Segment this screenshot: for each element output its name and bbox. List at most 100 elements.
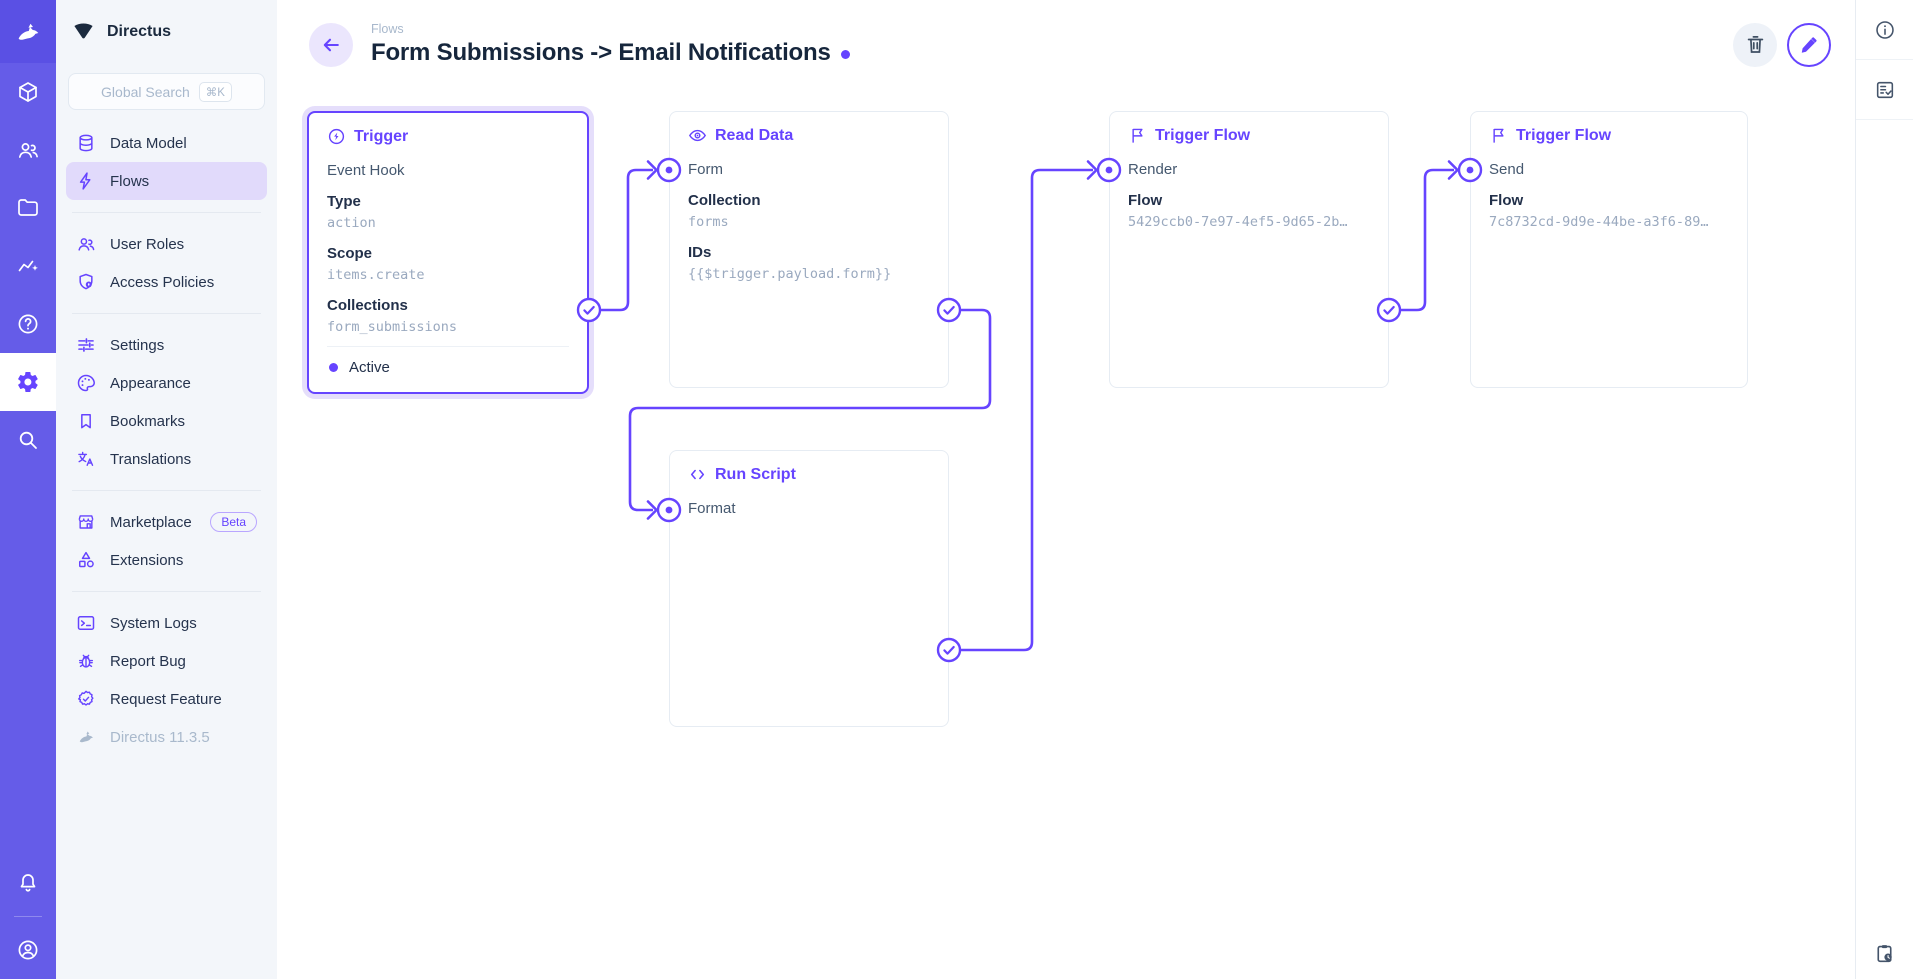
sidebar-item-request-feature[interactable]: Request Feature: [66, 680, 267, 718]
field-label: Collection: [688, 192, 761, 209]
version-label: Directus 11.3.5: [110, 728, 210, 746]
search-icon: [19, 431, 37, 449]
edge-arrowhead: [1086, 160, 1098, 180]
breadcrumb[interactable]: Flows: [371, 22, 404, 36]
sidebar-item-bookmarks[interactable]: Bookmarks: [66, 402, 267, 440]
right-sidebar: [1855, 0, 1913, 979]
sidebar-item-settings[interactable]: Settings: [66, 326, 267, 364]
sidebar-info-button[interactable]: [1856, 0, 1913, 60]
node-name: Render: [1128, 161, 1178, 178]
input-handle-read-data[interactable]: [656, 157, 682, 183]
edge-arrowhead: [1447, 160, 1459, 180]
users-icon: [18, 143, 38, 158]
directus-logo-button[interactable]: [0, 0, 56, 63]
shield-lock-icon: [79, 273, 93, 290]
sidebar-item-user-roles[interactable]: User Roles: [66, 225, 267, 263]
sidebar-item-extensions[interactable]: Extensions: [66, 541, 267, 579]
account-icon: [18, 940, 38, 960]
input-handle-run-script[interactable]: [656, 497, 682, 523]
nav-divider: [72, 490, 261, 491]
output-handle-run-script[interactable]: [936, 637, 962, 663]
flow-canvas[interactable]: Trigger Event Hook Type action Scope ite…: [277, 89, 1855, 979]
edit-button[interactable]: [1787, 22, 1831, 67]
pencil-icon: [1801, 36, 1817, 53]
page-header: Flows Form Submissions -> Email Notifica…: [277, 0, 1855, 89]
eye-icon: [688, 129, 707, 142]
database-icon: [79, 134, 93, 152]
search-placeholder: Global Search: [101, 83, 190, 100]
bell-icon: [20, 874, 36, 892]
flow-node-trigger[interactable]: Trigger Event Hook Type action Scope ite…: [307, 111, 589, 394]
title-block: Flows Form Submissions -> Email Notifica…: [371, 22, 850, 67]
module-insights[interactable]: [0, 237, 56, 295]
delete-button[interactable]: [1733, 22, 1777, 67]
status-label: Active: [349, 359, 390, 376]
sidebar-item-system-logs[interactable]: System Logs: [66, 604, 267, 642]
flow-node-run-script[interactable]: Run Script Format: [669, 450, 949, 727]
sidebar-item-label: Report Bug: [110, 652, 186, 670]
node-name: Send: [1489, 161, 1525, 178]
output-handle-read-data[interactable]: [936, 297, 962, 323]
user-roles-icon: [78, 238, 95, 251]
field-value: action: [327, 215, 376, 231]
field-value: 7c8732cd-9d9e-44be-a3f6-89…: [1489, 214, 1709, 230]
code-icon: [690, 469, 705, 480]
sidebar-item-label: Data Model: [110, 134, 187, 152]
nav-sidebar: Directus Global Search ⌘K Data Model Flo…: [56, 0, 277, 979]
bug-icon: [78, 654, 94, 668]
input-handle-send[interactable]: [1457, 157, 1483, 183]
sidebar-item-label: Appearance: [110, 374, 191, 392]
flag-icon: [1132, 128, 1143, 143]
module-settings[interactable]: [0, 353, 56, 411]
module-account[interactable]: [0, 921, 56, 979]
storefront-icon: [78, 515, 94, 529]
sidebar-item-data-model[interactable]: Data Model: [66, 124, 267, 162]
flag-icon: [1493, 128, 1504, 143]
flow-node-trigger-flow-send[interactable]: Trigger Flow Send Flow 7c8732cd-9d9e-44b…: [1470, 111, 1748, 388]
active-dot: [329, 363, 338, 372]
sidebar-item-access-policies[interactable]: Access Policies: [66, 263, 267, 301]
rabbit-icon: [18, 23, 39, 40]
module-notifications[interactable]: [0, 854, 56, 912]
terminal-icon: [77, 616, 95, 630]
module-users[interactable]: [0, 121, 56, 179]
field-label: Type: [327, 193, 361, 210]
input-handle-render[interactable]: [1096, 157, 1122, 183]
module-files[interactable]: [0, 179, 56, 237]
field-label: Flow: [1128, 192, 1163, 209]
sidebar-item-label: Marketplace: [110, 513, 192, 531]
field-label: Collections: [327, 297, 408, 314]
flow-node-read-data[interactable]: Read Data Form Collection forms IDs {{$t…: [669, 111, 949, 388]
output-handle-render[interactable]: [1376, 297, 1402, 323]
flow-node-trigger-flow-render[interactable]: Trigger Flow Render Flow 5429ccb0-7e97-4…: [1109, 111, 1389, 388]
sidebar-item-label: Access Policies: [110, 273, 215, 291]
edge-arrowhead: [646, 500, 658, 520]
project-header[interactable]: Directus: [56, 0, 277, 63]
sidebar-version: Directus 11.3.5: [66, 718, 267, 756]
back-button[interactable]: [309, 22, 353, 67]
sidebar-item-label: Extensions: [110, 551, 184, 569]
main-area: Flows Form Submissions -> Email Notifica…: [277, 0, 1855, 979]
insights-icon: [18, 260, 38, 272]
field-value: items.create: [327, 267, 425, 283]
module-search[interactable]: [0, 411, 56, 469]
sidebar-item-report-bug[interactable]: Report Bug: [66, 642, 267, 680]
global-search-input[interactable]: Global Search ⌘K: [68, 73, 265, 110]
sidebar-item-flows[interactable]: Flows: [66, 162, 267, 200]
field-label: IDs: [688, 244, 712, 261]
sidebar-item-marketplace[interactable]: Marketplace Beta: [66, 503, 267, 541]
sidebar-item-appearance[interactable]: Appearance: [66, 364, 267, 402]
node-name: Form: [688, 161, 723, 178]
field-label: Scope: [327, 245, 373, 262]
flow-activity-button[interactable]: [1856, 942, 1913, 965]
edge-trigger-to-read-data: [589, 168, 653, 312]
module-help[interactable]: [0, 295, 56, 353]
sidebar-logs-button[interactable]: [1856, 60, 1913, 120]
output-handle-trigger[interactable]: [576, 297, 602, 323]
module-content[interactable]: [0, 63, 56, 121]
node-type-label: Trigger Flow: [1155, 126, 1251, 144]
clipboard-clock-icon: [1877, 945, 1892, 963]
field-value: forms: [688, 214, 729, 230]
sidebar-item-translations[interactable]: Translations: [66, 440, 267, 478]
